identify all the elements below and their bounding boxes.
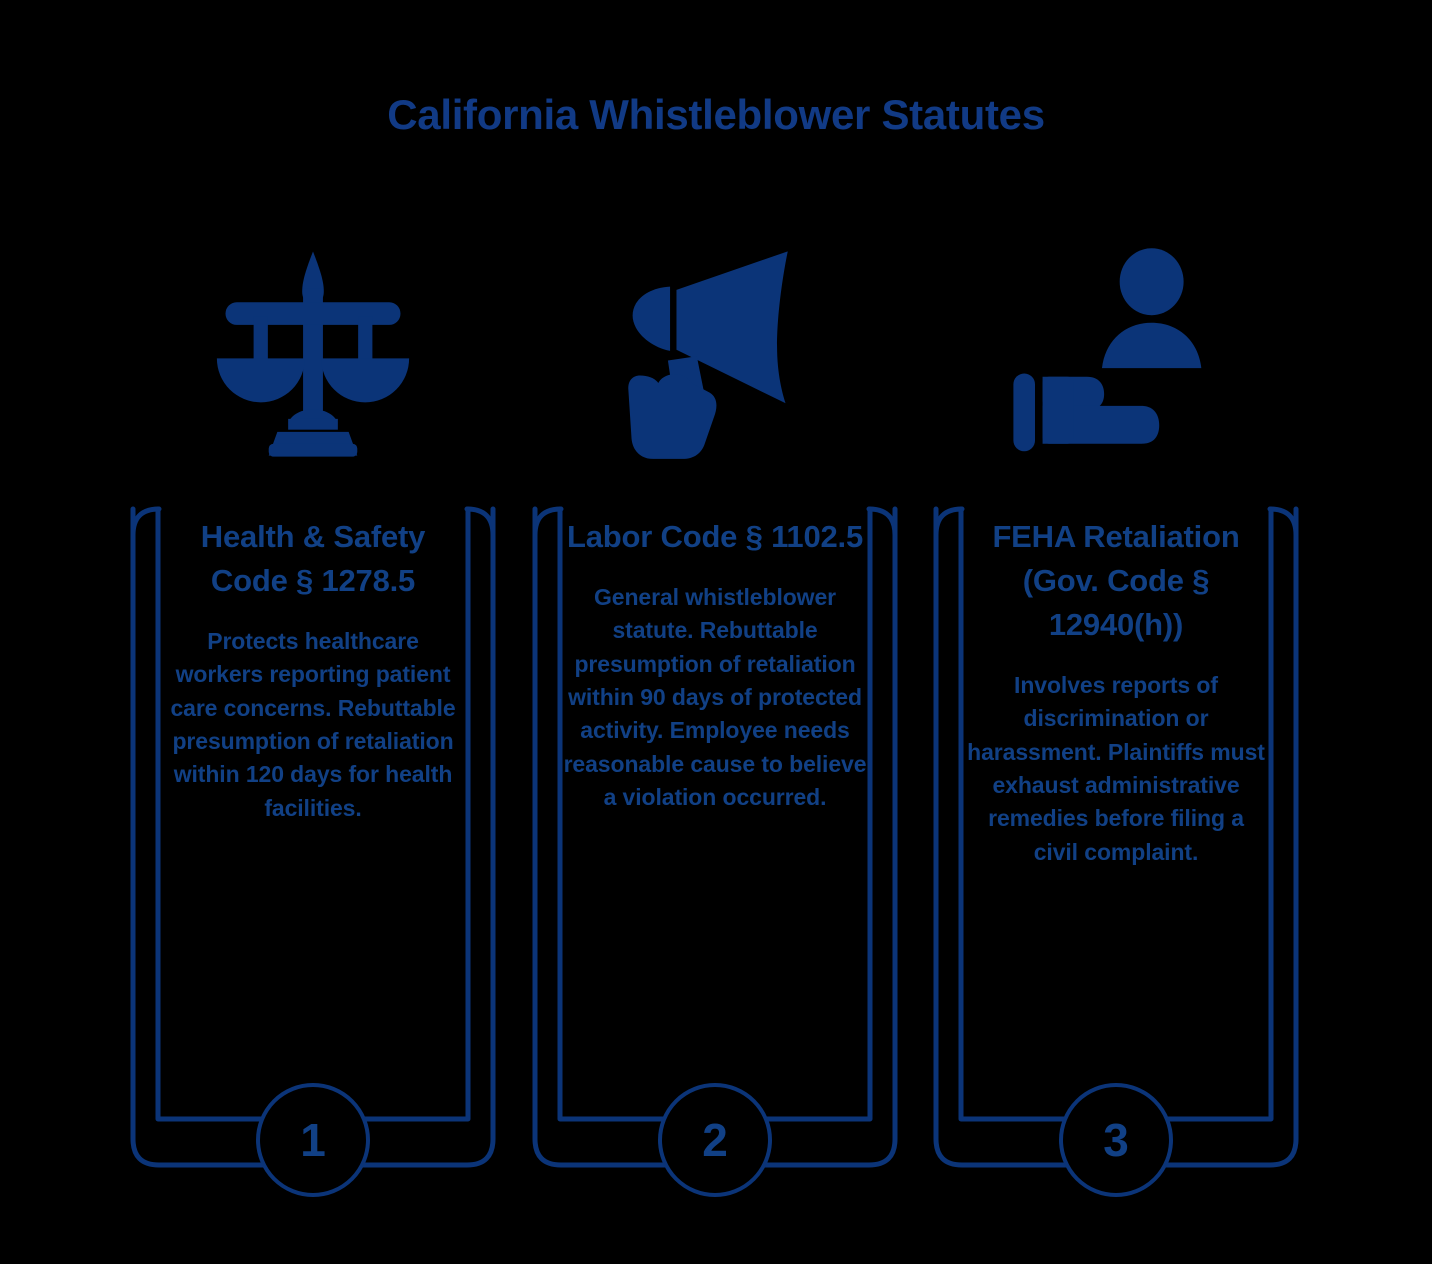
megaphone-icon	[515, 228, 915, 478]
statute-card[interactable]: Health & Safety Code § 1278.5 Protects h…	[113, 0, 513, 1264]
person-with-document-icon	[916, 228, 1316, 478]
card-body: Involves reports of discrimination or ha…	[967, 672, 1265, 865]
card-number-badge: 3	[1059, 1083, 1173, 1197]
card-number-badge: 2	[658, 1083, 772, 1197]
card-heading: Health & Safety Code § 1278.5	[200, 519, 426, 599]
statute-card[interactable]: Labor Code § 1102.5 General whistleblowe…	[515, 0, 915, 1264]
scales-of-justice-icon	[113, 228, 513, 478]
page-title: California Whistleblower Statutes	[387, 91, 1045, 138]
card-body: Protects healthcare workers reporting pa…	[170, 628, 456, 821]
card-number-badge: 1	[256, 1083, 370, 1197]
statute-card[interactable]: FEHA Retaliation (Gov. Code § 12940(h)) …	[916, 0, 1316, 1264]
card-text-block: FEHA Retaliation (Gov. Code § 12940(h)) …	[964, 515, 1268, 869]
card-heading: FEHA Retaliation (Gov. Code § 12940(h))	[992, 519, 1240, 643]
card-text-block: Health & Safety Code § 1278.5 Protects h…	[161, 515, 465, 825]
card-heading: Labor Code § 1102.5	[567, 519, 863, 554]
card-body: General whistleblower statute. Rebuttabl…	[563, 584, 867, 811]
card-text-block: Labor Code § 1102.5 General whistleblowe…	[563, 515, 867, 814]
